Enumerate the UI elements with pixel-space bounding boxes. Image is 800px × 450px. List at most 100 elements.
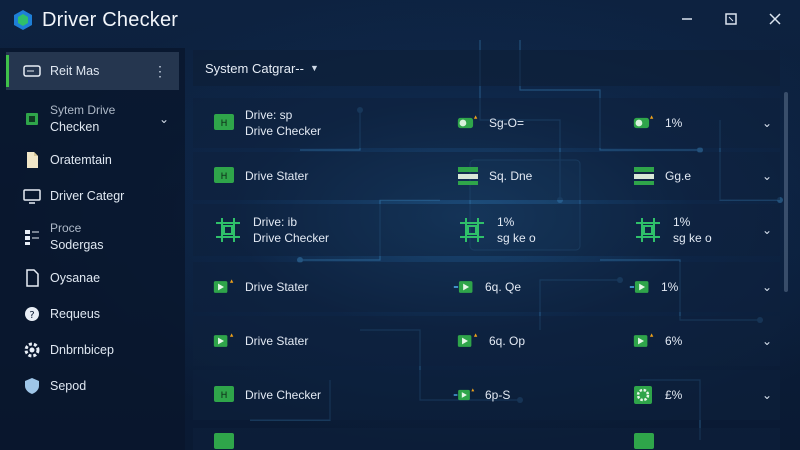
sidebar-item-label: Sepod (50, 379, 87, 393)
help-icon: ? (25, 307, 39, 321)
sidebar-item-sublabel: Sodergas (50, 238, 104, 252)
driver-value: Gg.e (665, 169, 692, 183)
sidebar-item-label: Proce (50, 221, 82, 235)
monitor-icon (23, 189, 41, 204)
play-arrow-icon (453, 281, 473, 293)
sidebar-item-proce[interactable]: Proce Sodergas (0, 214, 185, 260)
sidebar-item-dnbrnbicep[interactable]: Dnbrnbicep (0, 332, 185, 368)
play-spark-icon (213, 333, 234, 347)
sidebar-item-reit-mas[interactable]: Reit Mas ⋮ (6, 52, 179, 90)
driver-name-line2: Drive Checker (245, 124, 322, 138)
sidebar-item-driver-categr[interactable]: Driver Categr (0, 178, 185, 214)
driver-value: 1% (673, 215, 691, 229)
maximize-button[interactable] (720, 8, 742, 30)
drive-icon (23, 65, 41, 77)
window-controls (676, 8, 786, 30)
category-dropdown[interactable]: System Catgrar-- ▼ (193, 50, 780, 86)
chip-icon (634, 433, 654, 449)
gear-icon (634, 386, 652, 404)
driver-row[interactable]: Drive Stater 6q. Qe 1% ⌄ (193, 262, 780, 312)
sidebar-item-label: Reit Mas (50, 64, 100, 78)
play-spark-icon (457, 333, 478, 347)
close-button[interactable] (764, 8, 786, 30)
play-arrow-icon (629, 281, 649, 293)
list-icon (25, 230, 39, 245)
chevron-down-icon[interactable]: ⌄ (158, 112, 169, 126)
category-dropdown-label: System Catgrar-- (205, 60, 304, 76)
chevron-down-icon[interactable]: ⌄ (761, 334, 772, 348)
caret-down-icon: ▼ (309, 63, 319, 73)
chip-icon: H (214, 386, 234, 402)
sidebar-item-label: Requeus (50, 307, 101, 321)
driver-name-line1: Drive Stater (245, 280, 309, 294)
svg-text:H: H (221, 391, 228, 401)
driver-name-line1: Drive: ib (253, 215, 298, 229)
play-spark-icon (633, 333, 654, 347)
chevron-down-icon[interactable]: ⌄ (761, 116, 772, 130)
sidebar-item-system-drive[interactable]: Sytem Drive Checken ⌄ (0, 96, 185, 142)
svg-text:H: H (221, 119, 228, 129)
driver-status: 1% (497, 215, 515, 229)
driver-row[interactable]: Drive Stater 6q. Op 6% ⌄ (193, 316, 780, 366)
svg-text:H: H (221, 172, 228, 182)
driver-row[interactable] (193, 428, 780, 450)
server-rack-icon (634, 167, 654, 185)
sidebar-item-oratemtain[interactable]: Oratemtain (0, 142, 185, 178)
sidebar-item-oysanae[interactable]: Oysanae (0, 260, 185, 296)
close-icon (769, 13, 781, 25)
driver-value: 6% (665, 334, 683, 348)
sidebar-item-label: Driver Categr (50, 189, 125, 203)
app-logo-icon (14, 10, 32, 30)
more-icon[interactable]: ⋮ (153, 62, 167, 79)
driver-name-line1: Drive Stater (245, 334, 309, 348)
driver-value: 1% (661, 280, 679, 294)
chevron-down-icon[interactable]: ⌄ (761, 388, 772, 402)
sidebar: Reit Mas ⋮ Sytem Drive Checken ⌄ Oratemt… (0, 48, 185, 450)
chip-icon (214, 433, 234, 449)
sidebar-item-sublabel: Checken (50, 120, 100, 134)
circuit-icon (216, 218, 240, 242)
sidebar-item-label: Dnbrnbicep (50, 343, 114, 357)
sidebar-item-label: Oysanae (50, 271, 101, 285)
driver-status-sub: sg ke o (497, 231, 536, 245)
maximize-icon (725, 13, 737, 25)
play-arrow-icon (453, 388, 475, 401)
driver-status: 6p-S (485, 388, 511, 402)
scrollbar-thumb[interactable] (784, 92, 788, 292)
chip-icon (26, 113, 38, 125)
gear-icon (24, 342, 40, 358)
toggle-spark-icon (457, 115, 478, 129)
driver-value-sub: sg ke o (673, 231, 712, 245)
driver-status: 6q. Qe (485, 280, 522, 294)
driver-value: £% (665, 388, 683, 402)
driver-row[interactable]: H Drive Stater Sq. Dne Gg.e ⌄ (193, 152, 780, 200)
sidebar-item-requeus[interactable]: ? Requeus (0, 296, 185, 332)
driver-name-line1: Drive Stater (245, 169, 309, 183)
scrollbar[interactable] (783, 92, 789, 442)
sidebar-item-label: Sytem Drive (50, 103, 116, 117)
chevron-down-icon[interactable]: ⌄ (761, 223, 772, 237)
sidebar-item-sepod[interactable]: Sepod (0, 368, 185, 404)
chevron-down-icon[interactable]: ⌄ (761, 169, 772, 183)
file-icon (26, 269, 39, 287)
minimize-button[interactable] (676, 8, 698, 30)
minimize-icon (682, 18, 692, 20)
chevron-down-icon[interactable]: ⌄ (761, 280, 772, 294)
document-icon (27, 152, 38, 168)
chip-icon: H (214, 167, 234, 183)
driver-row[interactable]: H Drive Checker 6p-S £% ⌄ (193, 370, 780, 420)
svg-text:?: ? (29, 310, 34, 321)
play-spark-icon (213, 279, 234, 293)
chip-icon: H (214, 114, 234, 130)
driver-value: 1% (665, 116, 683, 130)
toggle-spark-icon (633, 115, 654, 129)
driver-status: Sq. Dne (489, 169, 533, 183)
driver-name-line1: Drive Checker (245, 388, 322, 402)
app-title: Driver Checker (42, 8, 179, 31)
driver-name-line1: Drive: sp (245, 108, 293, 122)
driver-status: 6q. Op (489, 334, 526, 348)
server-rack-icon (458, 167, 478, 185)
